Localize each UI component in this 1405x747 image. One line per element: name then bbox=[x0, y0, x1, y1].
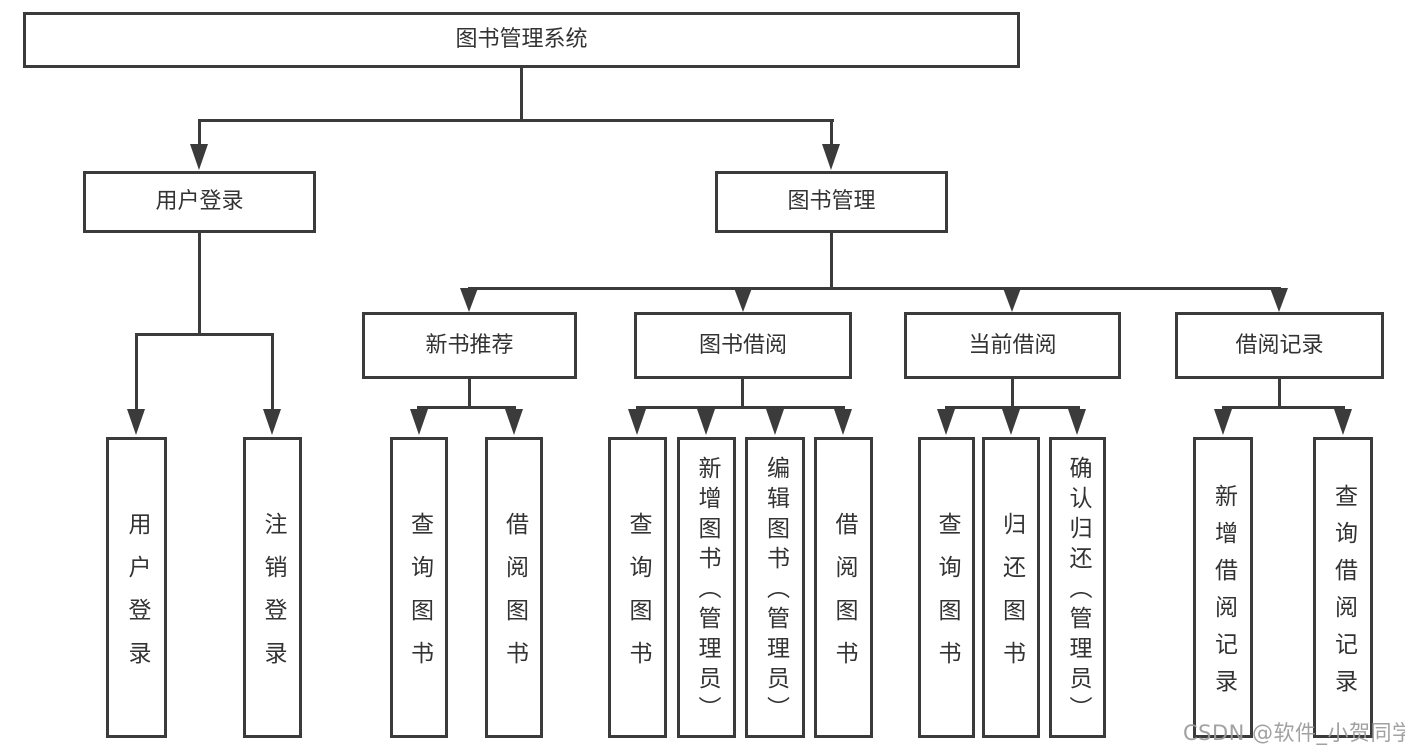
arrow-down-icon bbox=[1003, 288, 1021, 312]
arrow-down-icon bbox=[1002, 409, 1020, 435]
leaf-user-login: 用户登录 bbox=[106, 437, 167, 738]
leaf-query-books-current: 查询图书 bbox=[918, 437, 975, 738]
arrow-down-icon bbox=[734, 288, 752, 312]
arrow-down-icon bbox=[1214, 409, 1232, 435]
node-borrow-record: 借阅记录 bbox=[1175, 312, 1384, 379]
arrow-down-icon bbox=[937, 409, 955, 435]
connector-line bbox=[135, 333, 274, 336]
connector-line bbox=[1222, 406, 1345, 409]
connector-line bbox=[198, 119, 834, 122]
connector-line bbox=[520, 68, 523, 122]
leaf-query-borrow-record: 查询借阅记录 bbox=[1313, 437, 1373, 738]
node-library-system: 图书管理系统 bbox=[23, 12, 1020, 68]
connector-line bbox=[198, 119, 201, 147]
node-label: 图书管理系统 bbox=[455, 27, 588, 52]
arrow-down-icon bbox=[263, 409, 281, 435]
arrow-down-icon bbox=[766, 409, 784, 435]
leaf-add-book-admin: 新增图书（管理员） bbox=[677, 437, 736, 738]
connector-line bbox=[945, 406, 1080, 409]
leaf-label: 新增图书（管理员） bbox=[694, 456, 720, 726]
node-label: 图书借阅 bbox=[698, 332, 787, 358]
connector-line bbox=[636, 406, 845, 409]
leaf-query-books-borrow: 查询图书 bbox=[608, 437, 667, 738]
leaf-label: 借阅图书 bbox=[831, 511, 857, 684]
arrow-down-icon bbox=[190, 144, 208, 170]
node-label: 借阅记录 bbox=[1235, 332, 1324, 358]
arrow-down-icon bbox=[822, 144, 840, 170]
leaf-label: 用户登录 bbox=[124, 511, 150, 684]
leaf-label: 确认归还（管理员） bbox=[1065, 456, 1091, 726]
arrow-down-icon bbox=[628, 409, 646, 435]
leaf-logout: 注销登录 bbox=[243, 437, 302, 738]
arrow-down-icon bbox=[834, 409, 852, 435]
leaf-borrow-books-borrow: 借阅图书 bbox=[814, 437, 873, 738]
connector-line bbox=[741, 379, 744, 409]
leaf-label: 借阅图书 bbox=[501, 511, 528, 684]
connector-line bbox=[1278, 379, 1281, 409]
leaf-label: 查询图书 bbox=[625, 511, 651, 684]
leaf-borrow-books-recommend: 借阅图书 bbox=[485, 437, 543, 738]
node-new-book-recommend: 新书推荐 bbox=[362, 312, 577, 379]
connector-line bbox=[830, 233, 833, 290]
node-label: 图书管理 bbox=[787, 189, 876, 214]
leaf-label: 注销登录 bbox=[260, 511, 286, 684]
connector-line bbox=[1011, 379, 1014, 409]
arrow-down-icon bbox=[460, 288, 478, 312]
leaf-label: 编辑图书（管理员） bbox=[762, 456, 789, 726]
arrow-down-icon bbox=[1270, 288, 1288, 312]
connector-line bbox=[198, 233, 201, 336]
node-label: 当前借阅 bbox=[968, 332, 1057, 358]
connector-line bbox=[135, 333, 138, 411]
connector-line bbox=[468, 287, 1281, 290]
node-label: 用户登录 bbox=[155, 189, 244, 214]
node-user-login: 用户登录 bbox=[83, 171, 316, 233]
node-current-borrow: 当前借阅 bbox=[904, 312, 1121, 379]
leaf-label: 查询借阅记录 bbox=[1330, 483, 1357, 706]
leaf-return-book: 归还图书 bbox=[982, 437, 1040, 738]
leaf-label: 归还图书 bbox=[998, 511, 1025, 684]
arrow-down-icon bbox=[410, 409, 428, 435]
arrow-down-icon bbox=[1334, 409, 1352, 435]
arrow-down-icon bbox=[1068, 409, 1086, 435]
leaf-label: 查询图书 bbox=[406, 511, 433, 684]
node-book-borrow: 图书借阅 bbox=[634, 312, 852, 379]
connector-line bbox=[468, 379, 471, 409]
arrow-down-icon bbox=[697, 409, 715, 435]
leaf-label: 新增借阅记录 bbox=[1210, 483, 1237, 706]
leaf-label: 查询图书 bbox=[934, 511, 960, 684]
arrow-down-icon bbox=[127, 409, 145, 435]
leaf-confirm-return-admin: 确认归还（管理员） bbox=[1049, 437, 1106, 738]
connector-line bbox=[417, 406, 516, 409]
node-label: 新书推荐 bbox=[425, 332, 514, 358]
connector-line bbox=[271, 333, 274, 411]
watermark: CSDN @软件_小贺同学 bbox=[1183, 721, 1405, 745]
node-book-management: 图书管理 bbox=[715, 171, 948, 233]
leaf-query-books-recommend: 查询图书 bbox=[390, 437, 448, 738]
leaf-edit-book-admin: 编辑图书（管理员） bbox=[745, 437, 805, 738]
connector-line bbox=[830, 119, 833, 147]
leaf-add-borrow-record: 新增借阅记录 bbox=[1193, 437, 1253, 738]
arrow-down-icon bbox=[505, 409, 523, 435]
